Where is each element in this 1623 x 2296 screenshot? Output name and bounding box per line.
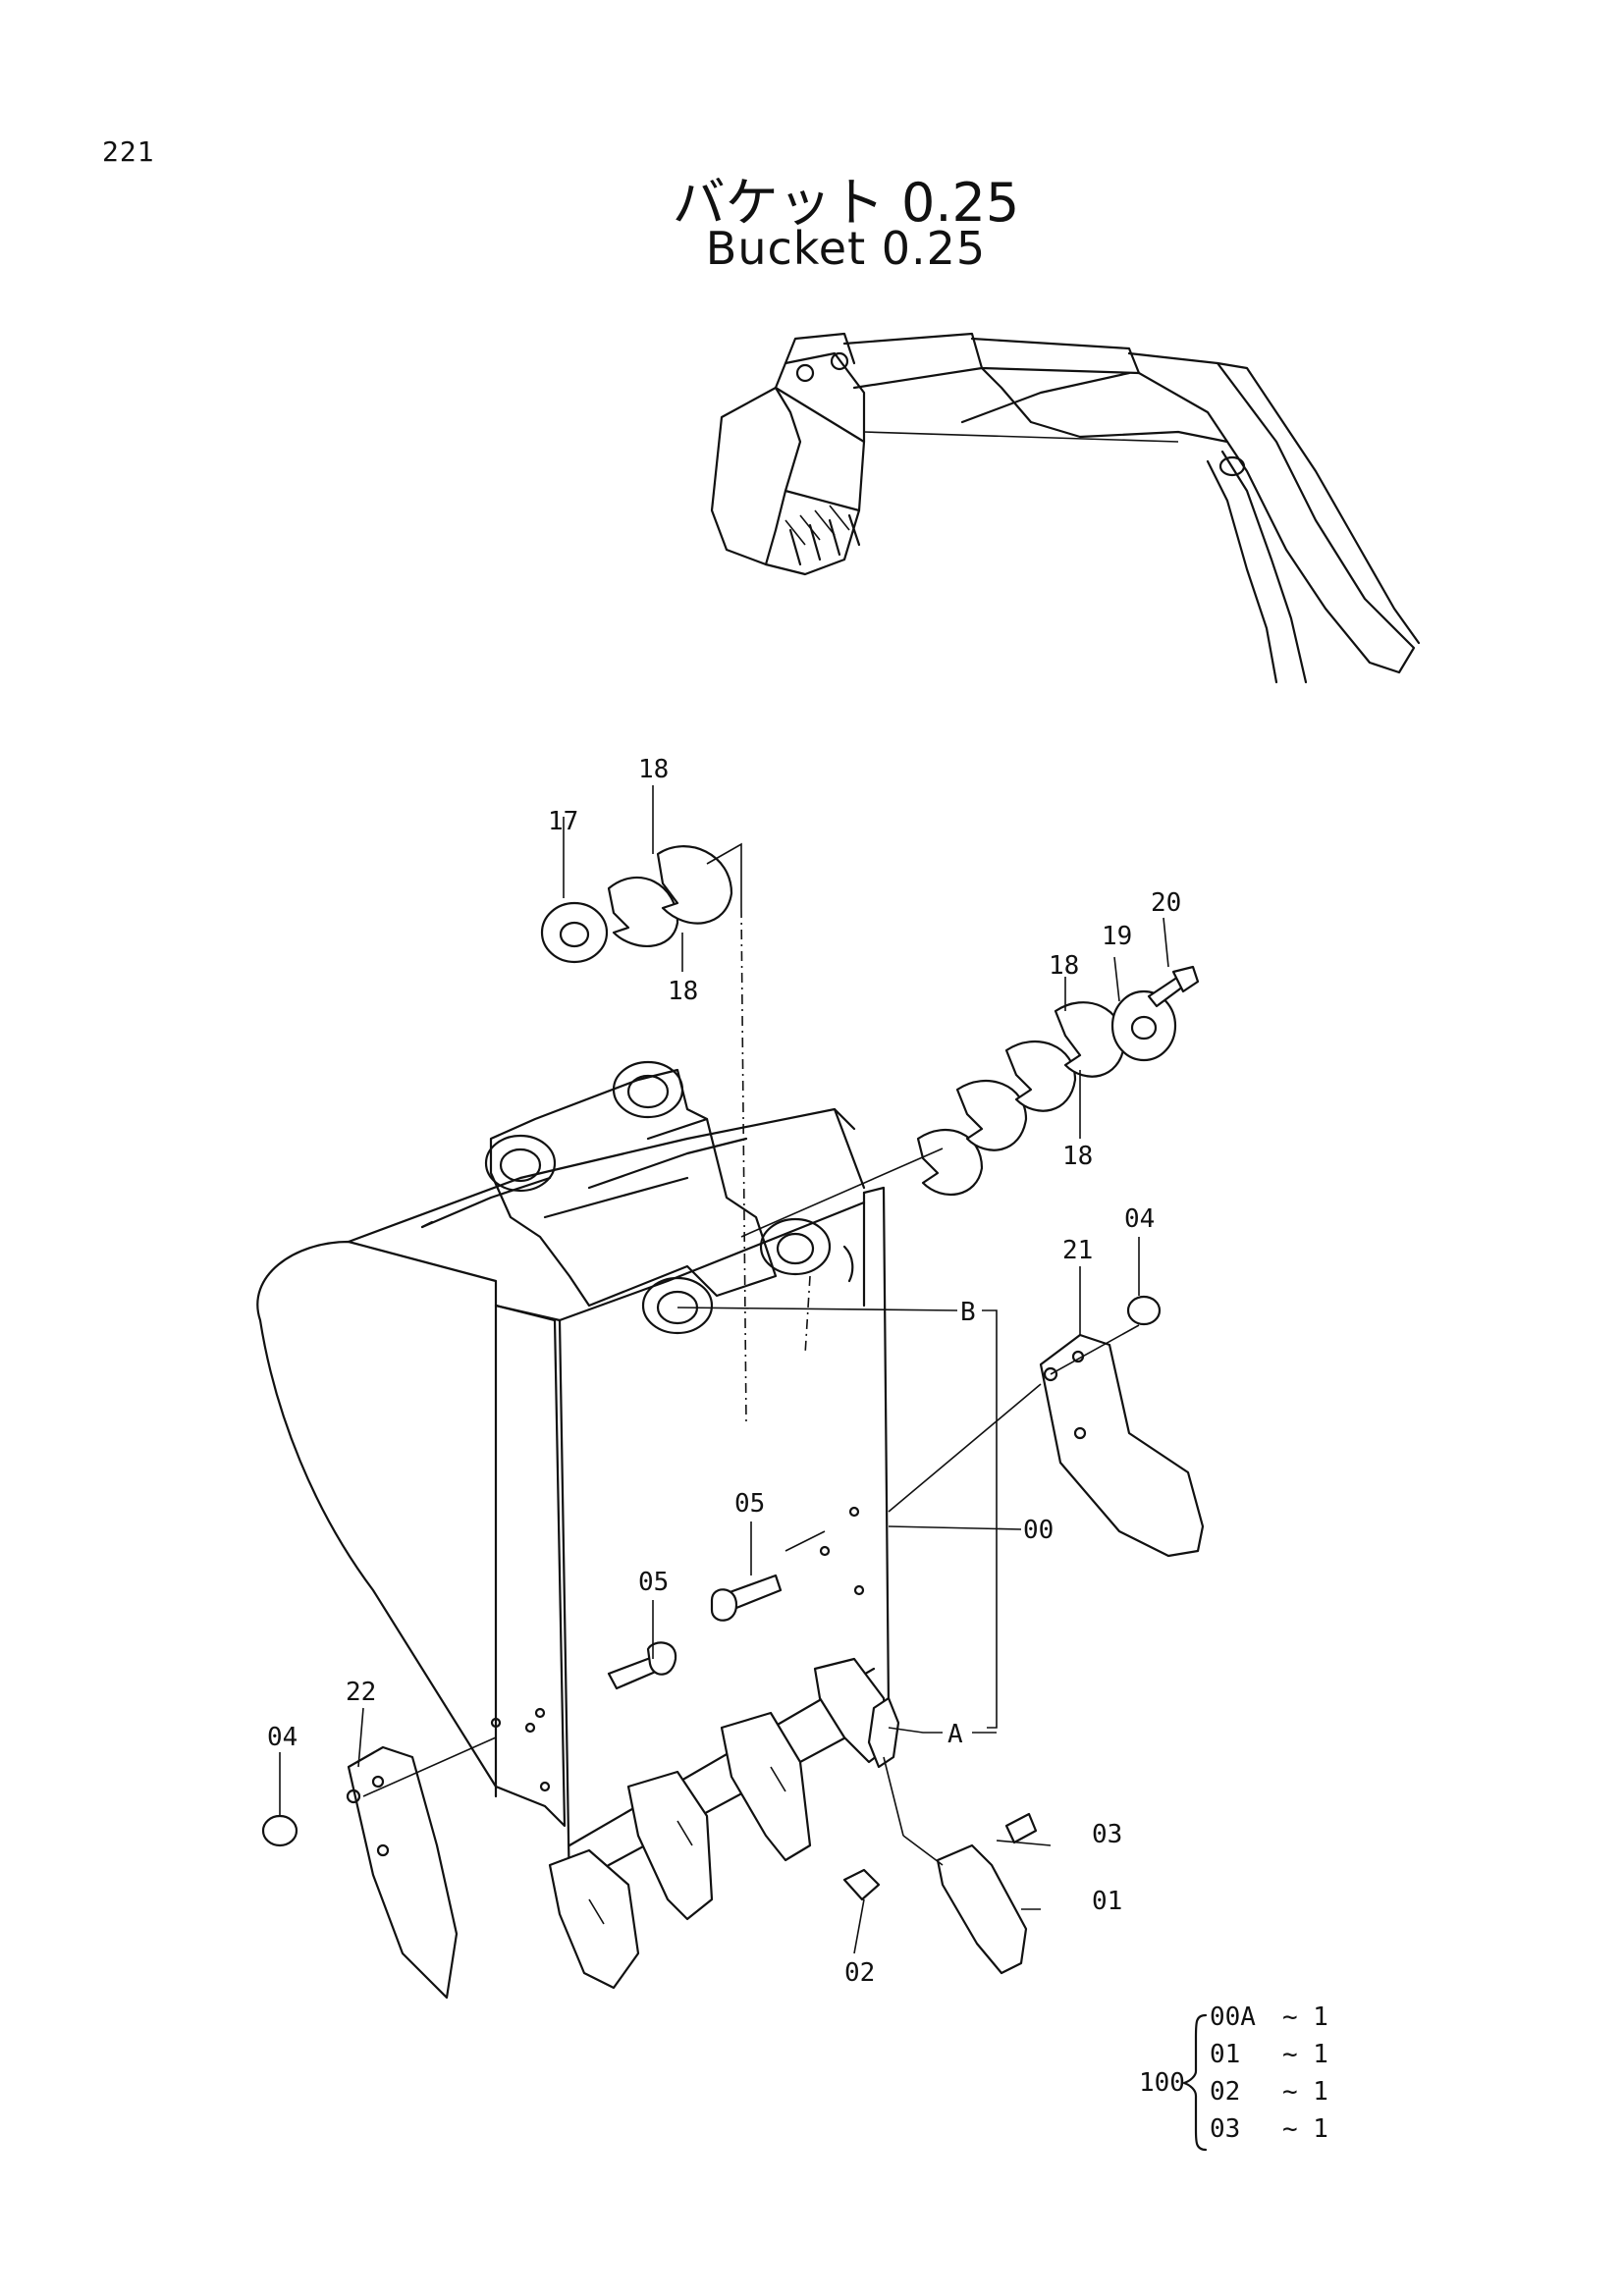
title-english: Bucket 0.25 [705, 222, 987, 275]
kit-number: 100 [1139, 2068, 1185, 2098]
callout-04-right: 04 [1124, 1204, 1155, 1234]
kit-row-qty: ~ 1 [1282, 2114, 1328, 2144]
title-japanese: バケット 0.25 [672, 172, 1020, 234]
part-callouts: 17 18 18 18 18 19 20 04 21 B 05 05 00 04… [267, 755, 1181, 1988]
callout-05-upper: 05 [734, 1489, 765, 1519]
callout-05-lower: 05 [638, 1568, 669, 1597]
callout-04-left: 04 [267, 1723, 298, 1752]
leader-lines [279, 785, 1208, 2152]
kit-list: 100 00A ~ 1 01 ~ 1 02 ~ 1 03 ~ 1 [1139, 2002, 1328, 2144]
kit-row-qty: ~ 1 [1282, 2077, 1328, 2107]
hardware-parts [261, 845, 1200, 1901]
page-number: 221 [102, 135, 155, 168]
kit-row-part: 03 [1210, 2114, 1240, 2144]
callout-18-mid: 18 [668, 977, 698, 1006]
bucket-teeth [548, 1657, 1028, 1990]
side-cutters [346, 1333, 1205, 2000]
callout-22: 22 [346, 1678, 376, 1707]
callout-21: 21 [1062, 1236, 1093, 1265]
kit-row-qty: ~ 1 [1282, 2002, 1328, 2032]
callout-18-right-bottom: 18 [1062, 1142, 1093, 1171]
callout-20: 20 [1151, 888, 1181, 918]
kit-row-part: 00A [1210, 2002, 1256, 2032]
callout-03: 03 [1092, 1820, 1122, 1849]
kit-row-part: 02 [1210, 2077, 1240, 2107]
kit-row-qty: ~ 1 [1282, 2040, 1328, 2069]
callout-18-right-top: 18 [1049, 951, 1079, 981]
callout-B: B [960, 1298, 976, 1327]
callout-00: 00 [1023, 1516, 1054, 1545]
callout-17: 17 [548, 807, 578, 836]
callout-01: 01 [1092, 1887, 1122, 1916]
callout-19: 19 [1102, 922, 1132, 951]
machine-overview-illustration [710, 332, 1421, 684]
callout-02: 02 [844, 1958, 875, 1988]
kit-row-part: 01 [1210, 2040, 1240, 2069]
callout-A: A [947, 1720, 963, 1749]
callout-18-top: 18 [638, 755, 669, 784]
